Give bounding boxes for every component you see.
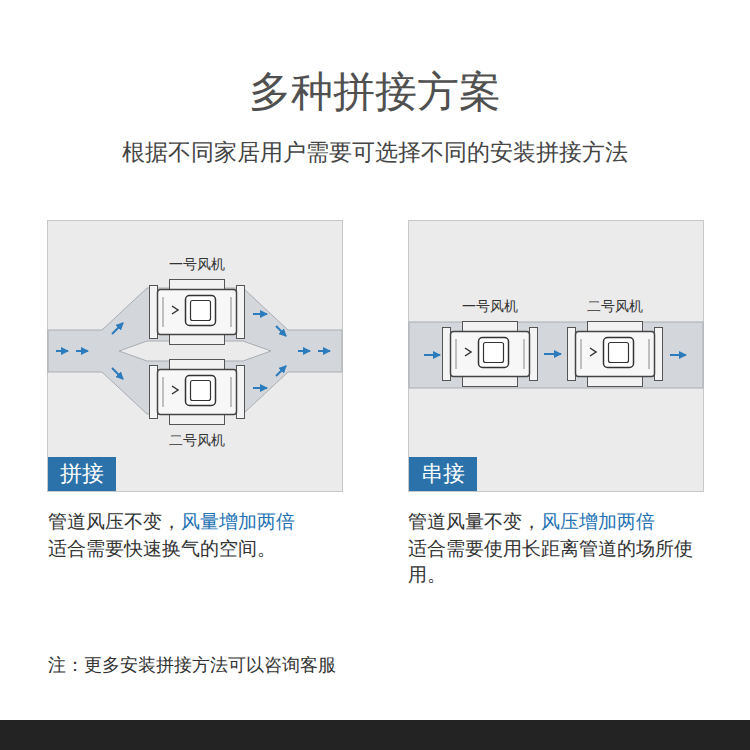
direction-mark [465,348,471,356]
housing [451,332,530,377]
control-face [191,301,211,321]
housing [158,290,237,335]
housing [576,332,655,377]
description-text: 管道风量不变， [408,510,541,532]
split-duct [48,288,342,414]
housing-rib [163,297,164,327]
text-line: 注：更多安装拼接方法可以咨询客服 [48,652,648,678]
flow-connector [544,353,561,355]
fan-body [149,359,245,425]
fan-unit: 二号风机 [567,321,663,387]
flow-arrow [253,387,267,389]
direction-mark [590,348,596,356]
control-box [604,338,634,368]
flow-arrow [56,350,68,352]
fan-label: 一号风机 [462,297,518,315]
highlight-text: 风量增加两倍 [181,510,295,532]
panel-ground [409,221,704,492]
control-box [186,376,216,406]
clamp [170,360,225,370]
fan-unit: 二号风机 [149,359,245,425]
description-text: 适合需要使用长距离管道的场所使用。 [408,537,693,585]
flow-arrow [276,366,286,376]
clamp [588,377,643,387]
housing-rib [231,377,232,407]
flow-arrow [76,350,88,352]
page-title: 多种拼接方案 [0,66,750,118]
flange [150,286,158,339]
text-line: 管道风量不变，风压增加两倍 [408,508,700,534]
clamp [170,335,225,345]
housing-rib [649,339,650,369]
direction-mark [172,386,178,394]
flow-arrow [276,326,286,336]
housing-rib [163,377,164,407]
straight-duct [409,322,703,388]
control-box [186,296,216,326]
flow-arrow [112,323,123,334]
control-face [484,343,504,363]
panel-ground [48,221,343,492]
fan-body [567,321,663,387]
flange [150,366,158,419]
page-caption: 根据不同家居用户需要可选择不同的安装拼接方法 [0,137,750,167]
flow-arrow [298,350,310,352]
scheme-panel: 一号风机二号风机串接 [408,220,704,492]
fan-label: 一号风机 [169,255,225,273]
housing-rib [581,339,582,369]
housing [158,370,237,415]
flow-arrow [318,350,330,352]
flange [655,328,663,381]
clamp [170,280,225,290]
control-box [479,338,509,368]
clamp [170,415,225,425]
housing-rib [524,339,525,369]
direction-mark [172,306,178,314]
flange [568,328,576,381]
clamp [463,322,518,332]
fan-label: 二号风机 [587,297,643,315]
text-line: 适合需要使用长距离管道的场所使用。 [408,535,700,587]
flow-arrow [112,368,123,379]
text-line: 适合需要快速换气的空间。 [48,535,340,561]
fan-label: 二号风机 [169,431,225,449]
text-line: 管道风压不变，风量增加两倍 [48,508,340,534]
highlight-text: 风压增加两倍 [541,510,655,532]
flange [530,328,538,381]
clamp [463,377,518,387]
scheme-tab: 串接 [409,457,477,491]
fan-unit: 一号风机 [149,279,245,345]
control-face [609,343,629,363]
housing-rib [456,339,457,369]
scheme-panel: 一号风机二号风机拼接 [47,220,343,492]
flow-arrow [424,354,440,356]
note-text: 注：更多安装拼接方法可以咨询客服 [48,654,336,675]
flange [237,286,245,339]
clamp [588,322,643,332]
scheme-tab: 拼接 [48,457,116,491]
footer-bar [0,720,750,750]
flange [237,366,245,419]
housing-rib [231,297,232,327]
flange [443,328,451,381]
fan-body [442,321,538,387]
fan-body [149,279,245,345]
flow-arrow [253,313,267,315]
description-text: 管道风压不变， [48,510,181,532]
description-text: 适合需要快速换气的空间。 [48,537,276,559]
fan-unit: 一号风机 [442,321,538,387]
flow-arrow [670,354,686,356]
control-face [191,381,211,401]
